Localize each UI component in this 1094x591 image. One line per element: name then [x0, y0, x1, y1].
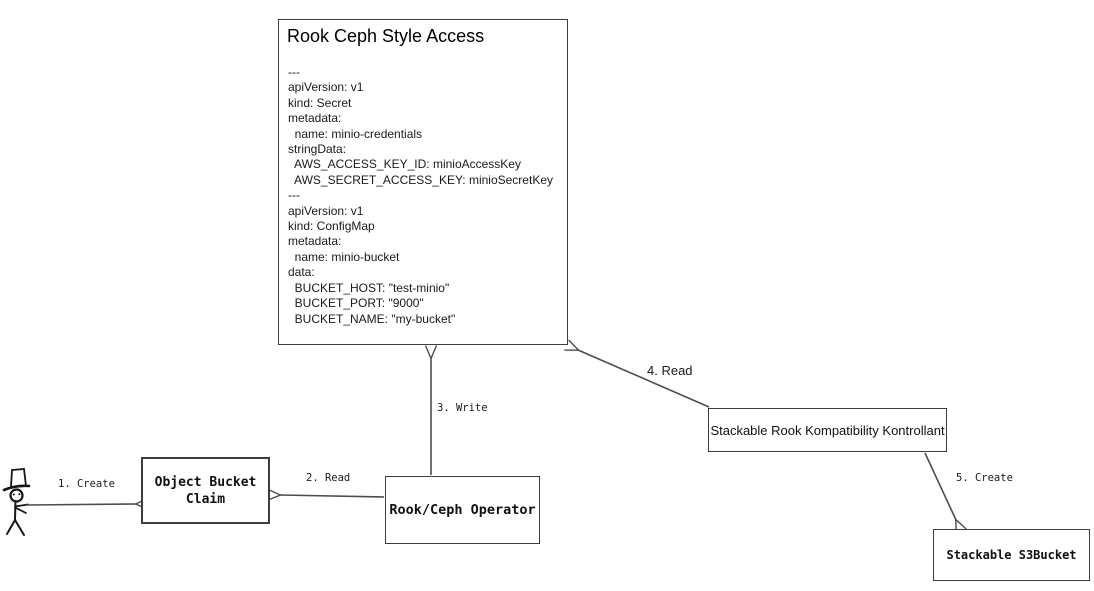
edge-label-2-read: 2. Read: [306, 472, 351, 484]
yaml-line: name: minio-bucket: [288, 249, 400, 264]
yaml-line: ---: [288, 65, 300, 79]
node-label: Stackable S3Bucket: [946, 548, 1077, 562]
node-stackable-rook-kompatibility-kontrollant: Stackable Rook Kompatibility Kontrollant: [708, 408, 947, 452]
rook-ceph-style-access-box: Rook Ceph Style Access --- apiVersion: v…: [278, 19, 568, 345]
yaml-line: data:: [288, 265, 315, 280]
box-title: Rook Ceph Style Access: [287, 26, 485, 46]
node-stackable-s3bucket: Stackable S3Bucket: [933, 529, 1090, 581]
edge-label-1-create: 1. Create: [58, 478, 115, 490]
edge-label-4-read: 4. Read: [647, 363, 693, 378]
yaml-line: apiVersion: v1: [288, 203, 364, 218]
node-rook-ceph-operator: Rook/Ceph Operator: [385, 476, 540, 544]
edge-2-read-arrow: [280, 495, 385, 497]
yaml-line: BUCKET_NAME: "my-bucket": [288, 311, 456, 326]
yaml-line: BUCKET_PORT: "9000": [288, 296, 424, 311]
edge-4-read-arrow: [578, 350, 710, 408]
yaml-manifest: --- apiVersion: v1 kind: Secret metadata…: [288, 65, 553, 327]
edge-label-5-create: 5. Create: [956, 472, 1013, 484]
node-object-bucket-claim: Object Bucket Claim: [141, 457, 270, 524]
yaml-line: AWS_SECRET_ACCESS_KEY: minioSecretKey: [288, 172, 553, 187]
yaml-line: BUCKET_HOST: "test-minio": [288, 280, 450, 295]
yaml-line: metadata:: [288, 234, 342, 249]
edge-5-create-arrow: [924, 452, 956, 520]
edge-label-3-write: 3. Write: [437, 402, 488, 414]
node-label: Rook/Ceph Operator: [389, 502, 536, 518]
node-label: Stackable Rook Kompatibility Kontrollant: [710, 422, 945, 438]
yaml-line: kind: ConfigMap: [288, 219, 375, 234]
yaml-line: kind: Secret: [288, 95, 352, 110]
node-label: Claim: [185, 491, 226, 507]
yaml-line: name: minio-credentials: [288, 126, 423, 141]
stick-figure-user-icon: [2, 468, 31, 536]
yaml-line: apiVersion: v1: [288, 80, 364, 95]
yaml-line: ---: [288, 188, 300, 203]
edge-1-create-arrow: [25, 504, 136, 505]
node-label: Object Bucket: [154, 474, 257, 490]
yaml-line: AWS_ACCESS_KEY_ID: minioAccessKey: [288, 157, 521, 172]
yaml-line: metadata:: [288, 111, 342, 126]
yaml-line: stringData:: [288, 142, 347, 157]
